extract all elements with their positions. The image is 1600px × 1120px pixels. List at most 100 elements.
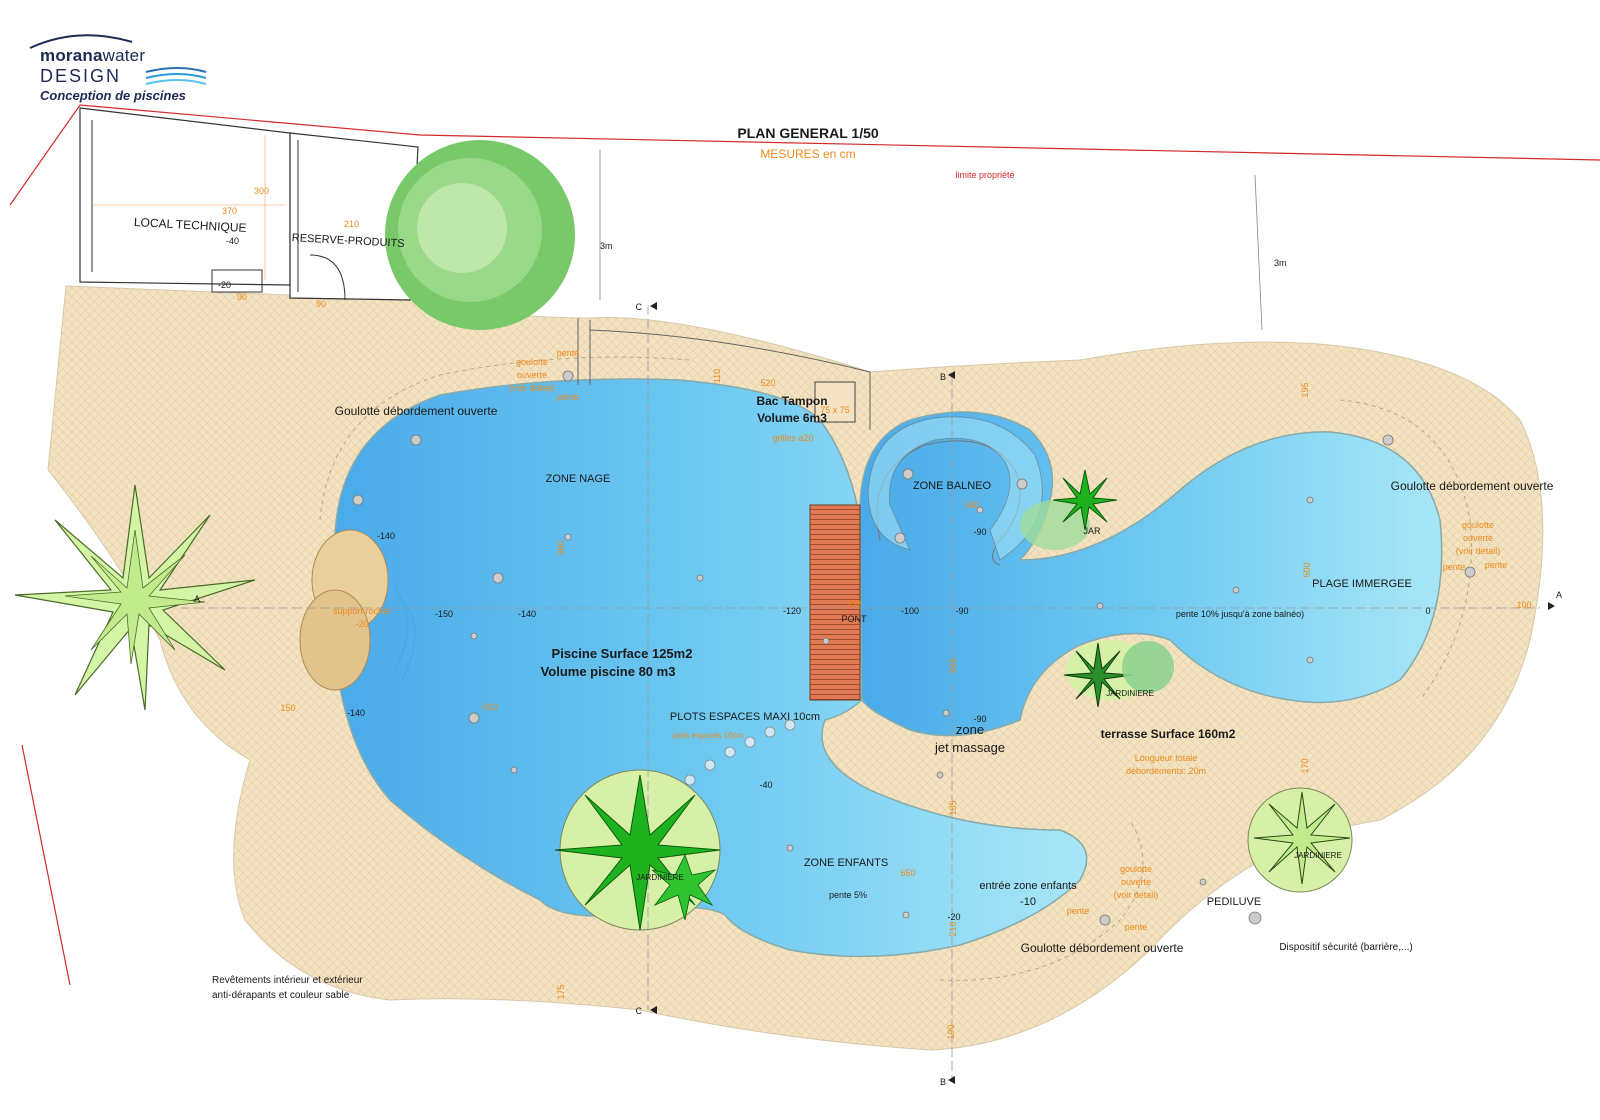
- plan-title: PLAN GENERAL 1/50: [737, 125, 879, 141]
- goulotte-label-right: Goulotte débordement ouverte: [1391, 479, 1554, 493]
- plots-small-label: plots espacés 10cm: [673, 731, 744, 740]
- goulotte-small-tl-2: ouverte: [517, 370, 547, 380]
- setback-right-label: 3m: [1274, 258, 1287, 268]
- depth-150: -150: [435, 609, 453, 619]
- dim-170: 170: [1300, 758, 1310, 773]
- section-markers: [650, 302, 1555, 1084]
- dim-370: 370: [222, 206, 237, 216]
- dim-910: 910: [482, 702, 497, 712]
- dim-175: 175: [556, 984, 566, 999]
- goulotte-label-bottom: Goulotte débordement ouverte: [1021, 941, 1184, 955]
- plan-subtitle: MESURES en cm: [760, 147, 855, 161]
- palm-tree-jardiniere-mid-icon: [1063, 641, 1174, 708]
- pente-5-label: pente 5%: [829, 890, 867, 900]
- pente-r-2: pente: [1485, 560, 1508, 570]
- pente-r-1: pente: [1443, 562, 1466, 572]
- dim-340: 340: [964, 500, 979, 510]
- goulotte-small-r-2: ouverte: [1463, 533, 1493, 543]
- property-limit-line: [9, 104, 1600, 206]
- palm-tree-enfants-icon: [554, 774, 721, 931]
- pool-volume-label: Volume piscine 80 m3: [541, 664, 676, 679]
- goulotte-small-b-1: goulotte: [1120, 864, 1152, 874]
- slope-plage-label: pente 10% jusqu'à zone balnéo): [1176, 609, 1304, 619]
- logo-brand: moranawater: [40, 46, 146, 65]
- goulotte-small-tl-3: (voir detail): [510, 383, 555, 393]
- terrace-longueur-1: Longueur totale: [1135, 753, 1198, 763]
- dim-520: 520: [760, 378, 775, 388]
- depth-90b: -90: [973, 527, 986, 537]
- support-rocher-label: support rocher: [333, 606, 391, 616]
- section-b-bottom: B: [940, 1077, 946, 1087]
- pool-water-balneo: [859, 411, 1443, 737]
- grilles-label: grilles a20: [772, 433, 813, 443]
- dim-190: 190: [946, 1024, 956, 1039]
- pediluve-label: PEDILUVE: [1207, 896, 1261, 908]
- property-limit-label: limite propriété: [955, 170, 1014, 180]
- pente-b-1: pente: [1067, 906, 1090, 916]
- brand-logo: moranawater DESIGN Conception de piscine…: [28, 28, 228, 108]
- local-technique-label: LOCAL TECHNIQUE: [134, 215, 247, 235]
- palm-tree-jardiniere-top-icon: [1052, 469, 1118, 531]
- bac-volume-label: Volume 6m3: [757, 411, 827, 425]
- zone-balneo-label: ZONE BALNEO: [913, 480, 992, 492]
- plots-label: PLOTS ESPACES MAXI 10cm: [670, 711, 820, 723]
- bridge-deck: [809, 504, 861, 701]
- plage-immergee-label: PLAGE IMMERGEE: [1312, 578, 1412, 590]
- depth-0: 0: [1425, 606, 1430, 616]
- goulotte-small-b-2: ouverte: [1121, 877, 1151, 887]
- dim-110: 110: [712, 369, 722, 383]
- goulotte-label-top-left: Goulotte débordement ouverte: [335, 404, 498, 418]
- zone-nage-label: ZONE NAGE: [546, 473, 611, 485]
- dim-door-90a: 90: [237, 292, 247, 302]
- revetements-label-1: Revêtements intérieur et extérieur: [212, 975, 363, 986]
- palm-tree-jardiniere-right-icon: [1253, 791, 1351, 885]
- terrace-longueur-2: débordements: 20m: [1126, 766, 1206, 776]
- depth-90c: -90: [973, 714, 986, 724]
- section-a-left: A: [194, 594, 200, 604]
- dim-195: 195: [1300, 382, 1310, 397]
- section-c-top: C: [636, 302, 643, 312]
- support-depth-label: -20: [355, 619, 368, 629]
- dim-150: 150: [280, 703, 295, 713]
- goulotte-outline-left: [319, 356, 691, 521]
- depth-20: -20: [947, 912, 960, 922]
- support-rocher-shape: [299, 529, 416, 691]
- depth-140b: -140: [518, 609, 536, 619]
- jardiniere-top-label: JAR: [1083, 526, 1101, 536]
- depth-140a: -140: [377, 531, 395, 541]
- pente-b-2: pente: [1125, 922, 1148, 932]
- plots-stones: [684, 719, 796, 786]
- dim-door-90b: 90: [316, 299, 326, 309]
- dim-100: 100: [1516, 600, 1531, 610]
- revetements-label-2: anti-dérapants et couleur sable: [212, 990, 350, 1001]
- setback-line-right: [1254, 174, 1263, 331]
- pont-dim-label: 150: [847, 599, 861, 608]
- dim-500: 500: [1302, 562, 1312, 577]
- logo-wave-icon: [29, 34, 207, 85]
- depth-40: -40: [759, 780, 772, 790]
- logo-design: DESIGN: [40, 66, 122, 86]
- depth-100: -100: [901, 606, 919, 616]
- jardiniere-enfants-label: JARDINIERE: [636, 873, 684, 882]
- dim-210: 210: [948, 921, 958, 936]
- dim-990: 990: [556, 540, 566, 555]
- goulotte-outline-bottom: [939, 819, 1144, 981]
- bac-dim-label: 75 x 75: [820, 405, 850, 415]
- property-limit-line-lower: [21, 744, 71, 986]
- terrace-surface-label: terrasse Surface 160m2: [1101, 727, 1236, 741]
- goulotte-small-b-3: (voir detail): [1114, 890, 1159, 900]
- entree-depth-label: -10: [1020, 896, 1036, 908]
- dim-650: 650: [900, 868, 915, 878]
- depth-120: -120: [783, 606, 801, 616]
- reserve-produits-label: RESERVE-PRODUITS: [291, 232, 404, 250]
- jardiniere-right-label: JARDINIERE: [1294, 851, 1342, 860]
- securite-label: Dispositif sécurité (barrière,...): [1279, 942, 1412, 953]
- goulotte-small-tl-1: goulotte: [516, 357, 548, 367]
- pool-surface-label: Piscine Surface 125m2: [552, 646, 693, 661]
- building-plan: [79, 107, 419, 301]
- entree-enfants-label: entrée zone enfants: [979, 880, 1077, 892]
- depth-90a: -90: [955, 606, 968, 616]
- tree-large-round-icon: [385, 140, 575, 330]
- jardiniere-mid-label: JARDINIERE: [1106, 689, 1154, 698]
